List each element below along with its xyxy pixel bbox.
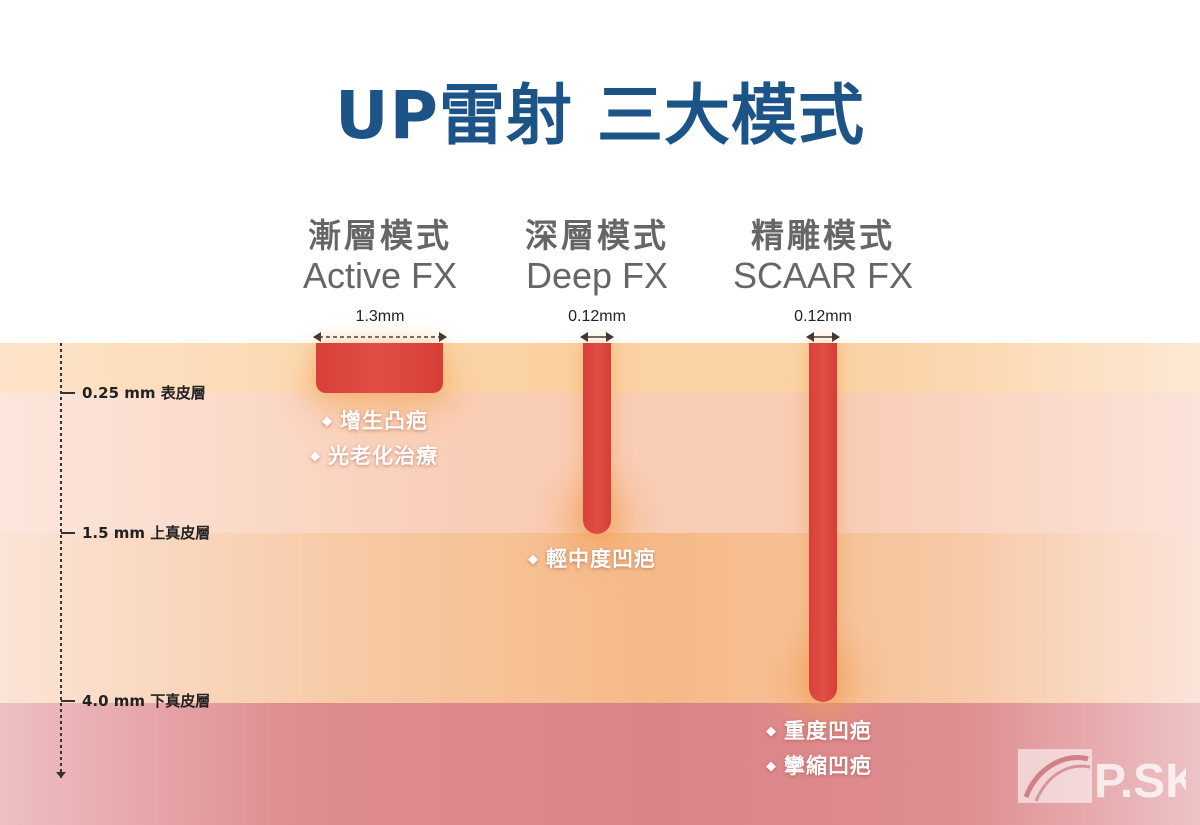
double-arrow-icon (806, 332, 840, 342)
mode-name-en: Deep FX (525, 255, 669, 296)
mode-name-zh: 精雕模式 (751, 216, 895, 255)
indication-item: ◆輕中度凹疤 (528, 547, 656, 571)
depth-tick (61, 532, 75, 534)
spot-width-label: 0.12mm (568, 308, 626, 325)
logo-text: P.SKIN (1094, 755, 1186, 807)
spot-width-label: 0.12mm (794, 308, 852, 325)
depth-label-upper-dermis: 1.5 mm 上真皮層 (82, 524, 211, 542)
depth-tick (61, 700, 75, 702)
diamond-icon: ◆ (766, 759, 777, 774)
laser-column-scaar-fx (809, 343, 837, 702)
mode-active-fx: 漸層模式 Active FX (265, 216, 495, 296)
double-arrow-icon (313, 332, 447, 342)
mode-name-en: Active FX (302, 255, 458, 296)
depth-label-epidermis: 0.25 mm 表皮層 (82, 384, 206, 402)
indication-item: ◆重度凹疤 (766, 719, 872, 743)
spot-width-label: 1.3mm (355, 308, 405, 325)
diamond-icon: ◆ (528, 552, 539, 567)
double-arrow-icon (580, 332, 614, 342)
diamond-icon: ◆ (322, 414, 333, 429)
mode-scaar-fx: 精雕模式 SCAAR FX (708, 216, 938, 296)
mode-name-en: SCAAR FX (732, 255, 914, 296)
laser-column-deep-fx (583, 343, 611, 534)
mode-name-zh: 漸層模式 (308, 216, 452, 255)
indication-item: ◆光老化治療 (310, 444, 438, 468)
laser-column-active-fx (316, 343, 443, 393)
pskin-logo: P.SKIN (1018, 749, 1186, 807)
indication-item: ◆攣縮凹疤 (766, 754, 872, 778)
diamond-icon: ◆ (310, 449, 321, 464)
depth-label-lower-dermis: 4.0 mm 下真皮層 (82, 692, 211, 710)
mode-name-zh: 深層模式 (525, 216, 669, 255)
mode-deep-fx: 深層模式 Deep FX (482, 216, 712, 296)
page-title: UP雷射 三大模式 (335, 77, 865, 154)
diamond-icon: ◆ (766, 724, 777, 739)
lower-dermis-layer (0, 703, 1200, 825)
indication-item: ◆增生凸疤 (322, 409, 428, 433)
mid-dermis-layer (0, 533, 1200, 703)
depth-tick (61, 392, 75, 394)
arrow-down-icon (56, 772, 66, 778)
depth-axis (60, 343, 62, 778)
